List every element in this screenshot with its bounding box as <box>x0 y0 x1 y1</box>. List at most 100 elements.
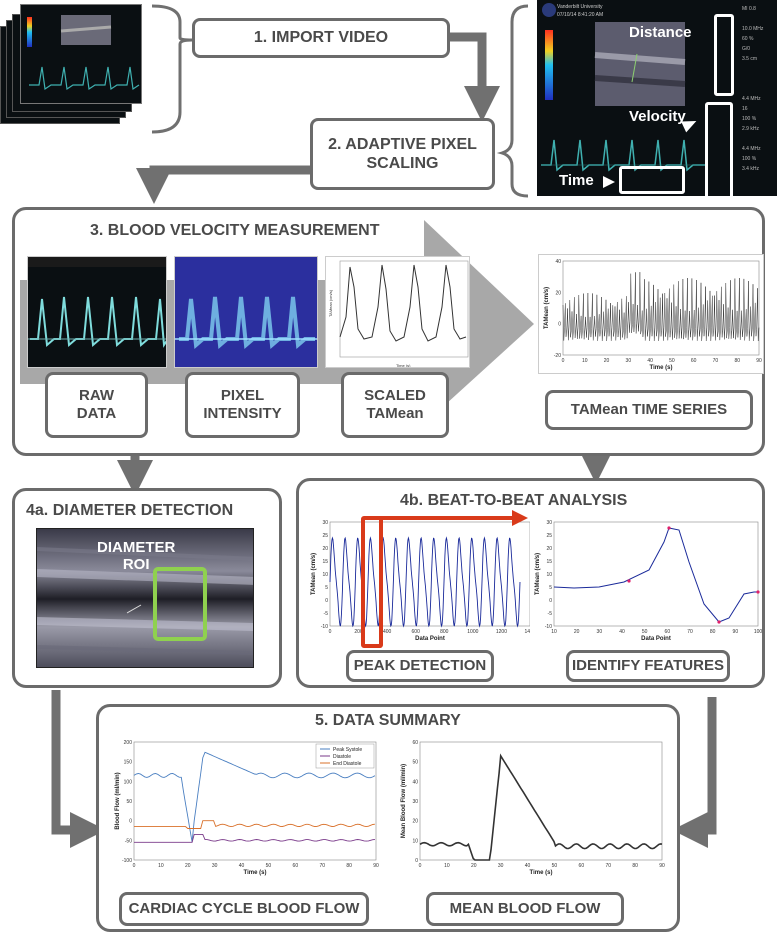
cc-xtick: 60 <box>293 863 299 869</box>
svg-text:4.4 MHz: 4.4 MHz <box>742 146 761 152</box>
peak-detection-label: PEAK DETECTION <box>346 650 494 682</box>
ts-xtick: 80 <box>734 358 740 364</box>
mb-ytick: 50 <box>412 760 418 766</box>
velocity-bracket <box>705 102 733 196</box>
cc-ytick: 100 <box>124 779 133 785</box>
ft-feature-point <box>627 579 631 583</box>
mb-xtick: 70 <box>605 863 611 869</box>
ts-xlabel: Time (s) <box>650 365 673 371</box>
mb-ylabel: Mean Blood Flow (ml/min) <box>401 764 407 838</box>
pk-ytick: 5 <box>325 585 328 591</box>
peak-detection-chart: 0200400600800100012001400-10-50510152025… <box>306 518 536 646</box>
cc-xtick: 70 <box>319 863 325 869</box>
arrow-import-to-scaling <box>450 32 500 122</box>
svg-text:10.0 MHz: 10.0 MHz <box>742 26 764 32</box>
cc-ytick: -100 <box>122 858 132 864</box>
ts-xtick: 0 <box>562 358 565 364</box>
cc-xtick: 10 <box>158 863 164 869</box>
cc-xtick: 50 <box>266 863 272 869</box>
mb-xtick: 50 <box>552 863 558 869</box>
ft-ytick: 15 <box>546 559 552 565</box>
mb-xtick: 10 <box>444 863 450 869</box>
ft-xtick: 50 <box>642 629 648 635</box>
mean-blood-flow-label: MEAN BLOOD FLOW <box>426 892 624 926</box>
diameter-roi-label: DIAMETER ROI <box>97 539 176 574</box>
cc-legend-entry: Peak Systole <box>333 747 362 753</box>
step-adaptive-scaling: 2. ADAPTIVE PIXEL SCALING <box>310 118 495 190</box>
cc-xtick: 90 <box>373 863 379 869</box>
video-frame-front <box>20 4 142 104</box>
ft-ytick: -10 <box>545 624 552 630</box>
pk-xtick: 800 <box>440 629 449 635</box>
pk-ytick: 0 <box>325 598 328 604</box>
ft-xtick: 20 <box>574 629 580 635</box>
cc-ytick: 150 <box>124 760 133 766</box>
scanner-header-1: Vanderbilt University <box>557 4 603 10</box>
ts-ylabel: TAMean (cm/s) <box>544 287 550 329</box>
time-tag: Time <box>559 172 594 189</box>
ft-feature-point <box>756 590 760 594</box>
ft-feature-point <box>667 526 671 530</box>
ft-xlabel: Data Point <box>641 636 671 642</box>
mb-xtick: 20 <box>471 863 477 869</box>
cc-xtick: 40 <box>239 863 245 869</box>
svg-text:3.5 cm: 3.5 cm <box>742 56 757 62</box>
time-pointer <box>603 176 615 188</box>
pk-ytick: 30 <box>322 520 328 526</box>
pixel-intensity-label: PIXEL INTENSITY <box>185 372 300 438</box>
ts-ytick: -20 <box>554 353 561 359</box>
cc-ylabel: Blood Flow (ml/min) <box>115 772 121 829</box>
mb-xtick: 80 <box>632 863 638 869</box>
ts-xtick: 10 <box>582 358 588 364</box>
ts-ytick: 20 <box>555 290 561 296</box>
mb-ytick: 30 <box>412 799 418 805</box>
pk-ytick: 25 <box>322 533 328 539</box>
cc-ytick: 200 <box>124 740 133 746</box>
arrow-beat-to-summary <box>672 697 717 848</box>
pk-ytick: -5 <box>324 611 329 617</box>
peak-scan-arrow <box>366 510 528 526</box>
raw-data-label: RAW DATA <box>45 372 148 438</box>
distance-tag: Distance <box>629 24 692 41</box>
time-bracket <box>619 166 685 194</box>
cc-end-diastole-line <box>134 820 375 829</box>
pk-xtick: 1000 <box>467 629 478 635</box>
identify-features-label: IDENTIFY FEATURES <box>566 650 730 682</box>
cc-xtick: 20 <box>185 863 191 869</box>
mb-ytick: 0 <box>415 858 418 864</box>
cardiac-cycle-label: CARDIAC CYCLE BLOOD FLOW <box>119 892 369 926</box>
cc-xtick: 30 <box>212 863 218 869</box>
arrow-diameter-to-summary <box>51 690 106 848</box>
pk-ytick: 10 <box>322 572 328 578</box>
raw-data-panel <box>27 256 167 368</box>
mb-xtick: 30 <box>498 863 504 869</box>
mb-xlabel: Time (s) <box>530 870 553 876</box>
pk-xtick: 600 <box>412 629 421 635</box>
mb-xtick: 60 <box>579 863 585 869</box>
scaled-ylabel: TAMean (cm/s) <box>328 289 333 317</box>
ft-xtick: 80 <box>710 629 716 635</box>
pk-ytick: 20 <box>322 546 328 552</box>
mb-ytick: 60 <box>412 740 418 746</box>
cc-ytick: 0 <box>129 819 132 825</box>
tamean-time-series-label: TAMean TIME SERIES <box>545 390 753 430</box>
mb-mean-line <box>419 753 663 861</box>
ft-xtick: 30 <box>597 629 603 635</box>
svg-text:G/0: G/0 <box>742 46 750 52</box>
arrow-scaling-to-velocity <box>136 165 310 204</box>
mb-xtick: 0 <box>419 863 422 869</box>
cc-xtick: 80 <box>346 863 352 869</box>
mb-ytick: 40 <box>412 779 418 785</box>
beat-section-title: 4b. BEAT-TO-BEAT ANALYSIS <box>400 492 628 509</box>
ft-ytick: 25 <box>546 533 552 539</box>
svg-text:MI 0.8: MI 0.8 <box>742 6 756 12</box>
pk-ytick: 15 <box>322 559 328 565</box>
mb-xtick: 40 <box>525 863 531 869</box>
ft-xtick: 10 <box>551 629 557 635</box>
svg-text:60 %: 60 % <box>742 36 754 42</box>
cc-xtick: 0 <box>133 863 136 869</box>
